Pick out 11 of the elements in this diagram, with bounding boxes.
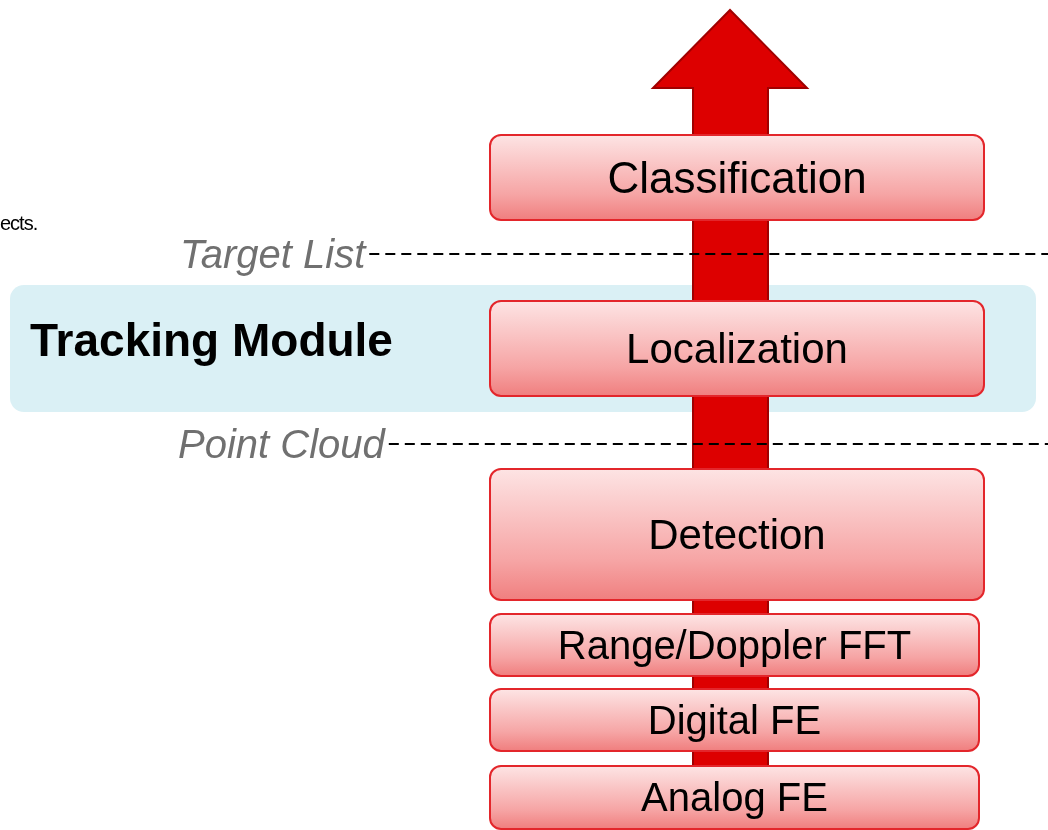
process-box: Classification [489, 134, 985, 221]
process-box: Digital FE [489, 688, 980, 752]
level-label: Target List [180, 232, 366, 277]
level-label: Point Cloud [178, 422, 385, 467]
module-band [10, 285, 1036, 412]
process-box: Detection [489, 468, 985, 601]
process-box: Range/Doppler FFT [489, 613, 980, 677]
note-text: ects. [0, 212, 38, 235]
module-title: Tracking Module [30, 313, 393, 367]
process-box: Analog FE [489, 765, 980, 830]
process-box: Localization [489, 300, 985, 397]
